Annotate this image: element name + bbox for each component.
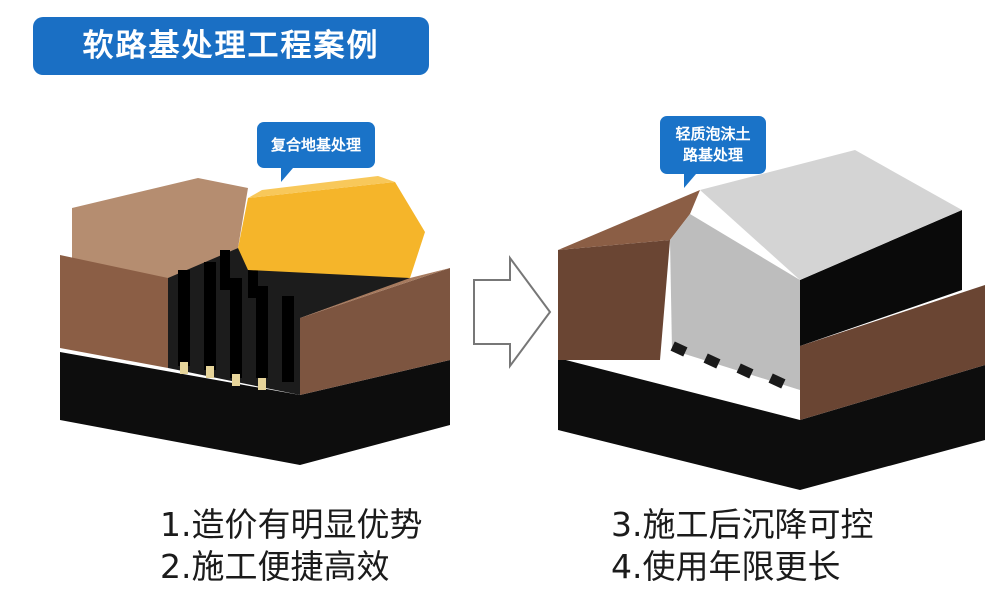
- left-bullet-list: 1.造价有明显优势 2.施工便捷高效: [160, 504, 423, 588]
- foam-embankment-top: [700, 150, 962, 280]
- yellow-embankment-top: [248, 176, 395, 198]
- pile-caps: [180, 362, 266, 390]
- callout-composite-foundation: 复合地基处理: [257, 122, 375, 182]
- callout-foam-soil-line1: 轻质泡沫土: [675, 125, 751, 143]
- piles: [178, 250, 294, 382]
- bullet-item: 4.使用年限更长: [611, 547, 841, 586]
- right-soil-front-left: [558, 240, 670, 360]
- right-soil-top-left: [558, 190, 700, 250]
- bullet-item: 3.施工后沉降可控: [611, 505, 874, 544]
- callout-composite-foundation-text: 复合地基处理: [270, 136, 361, 154]
- left-soil-wall-right: [300, 268, 450, 395]
- right-bullet-list: 3.施工后沉降可控 4.使用年限更长: [611, 504, 874, 588]
- foam-embankment-side: [800, 210, 962, 346]
- right-ground-layer: [558, 358, 985, 490]
- callout-foam-soil-line2: 路基处理: [682, 146, 743, 164]
- page-title: 软路基处理工程案例: [33, 17, 429, 75]
- foam-embankment-front: [670, 214, 800, 390]
- right-block: [558, 150, 985, 490]
- arrow-icon: [473, 254, 552, 370]
- bullet-item: 1.造价有明显优势: [160, 505, 423, 544]
- left-block: [60, 176, 450, 465]
- drain-markers: [670, 341, 786, 389]
- callout-foam-soil: 轻质泡沫土 路基处理: [660, 116, 766, 188]
- right-soil-front-right: [800, 285, 985, 420]
- left-soil-top: [72, 178, 248, 280]
- bullet-item: 2.施工便捷高效: [160, 547, 390, 586]
- left-soil-front: [60, 255, 168, 368]
- yellow-embankment: [238, 182, 425, 278]
- left-ground-layer: [60, 352, 450, 465]
